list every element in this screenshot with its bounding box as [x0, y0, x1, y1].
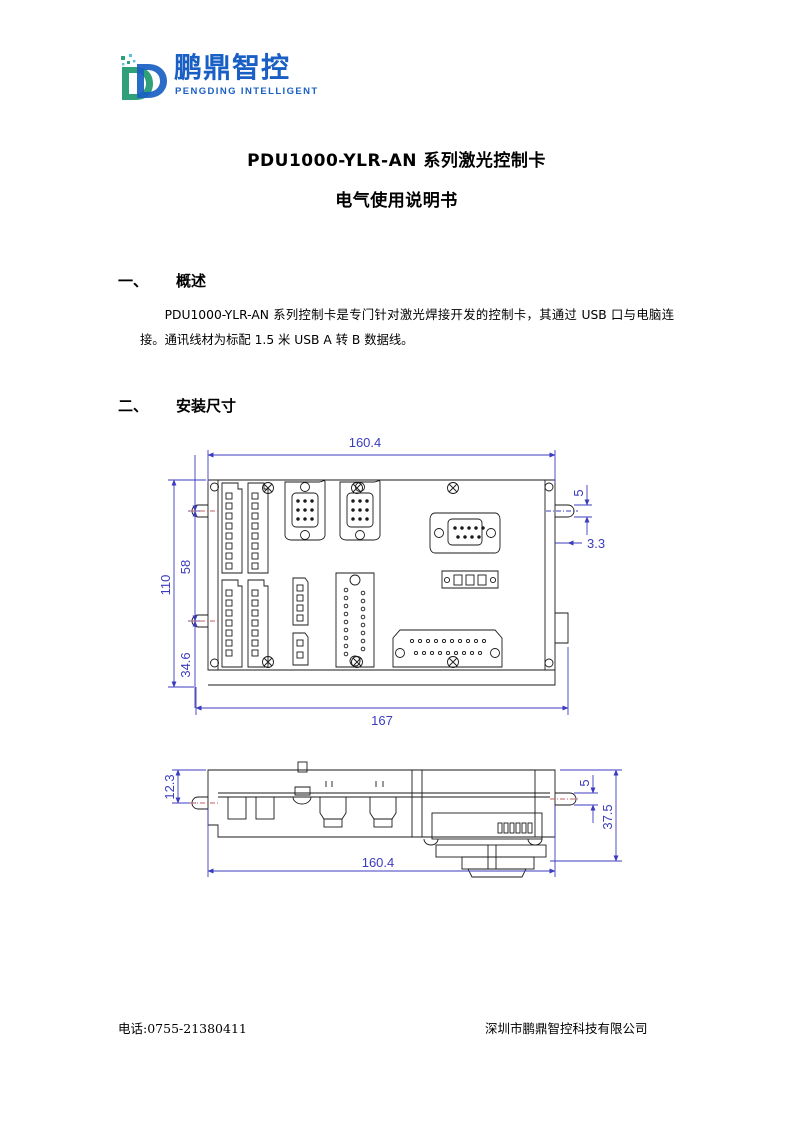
- logo-english-name: PENGDING INTELLIGENT: [175, 86, 319, 97]
- dim-hole-offset-bottom: 34.6: [178, 652, 193, 677]
- dim-side-tab-left: 12.3: [162, 774, 177, 799]
- top-view: [191, 479, 575, 686]
- side-view-dimensions: [172, 769, 622, 877]
- section-1-number: 一、: [118, 272, 149, 290]
- pengding-d-logo-icon: [121, 54, 167, 100]
- dim-width-inner: 160.4: [349, 435, 382, 450]
- footer-phone: 电话:0755-21380411: [118, 1021, 247, 1036]
- side-view-dimension-labels: 12.3 160.4 5 37.5: [162, 774, 615, 870]
- installation-dimension-drawing: 160.4 167 110 58 34.6 5 3.3: [150, 425, 650, 890]
- dim-width-outer: 167: [371, 713, 393, 728]
- page-footer: 电话:0755-21380411 深圳市鹏鼎智控科技有限公司: [0, 1018, 793, 1042]
- dim-side-width: 160.4: [362, 855, 395, 870]
- section-1-body: PDU1000-YLR-AN 系列控制卡是专门针对激光焊接开发的控制卡，其通过 …: [140, 308, 674, 347]
- dim-side-total-height: 37.5: [600, 804, 615, 829]
- dim-tab-height: 5: [571, 489, 586, 496]
- dim-height-overall: 110: [158, 575, 173, 596]
- dim-tab-offset: 3.3: [587, 536, 605, 551]
- top-view-dimensions: [168, 450, 592, 715]
- drawing-svg: 160.4 167 110 58 34.6 5 3.3: [158, 435, 622, 878]
- dim-hole-spacing: 58: [178, 560, 193, 574]
- footer-company: 深圳市鹏鼎智控科技有限公司: [485, 1021, 648, 1036]
- section-2-title: 安装尺寸: [176, 397, 237, 415]
- document-title: PDU1000-YLR-AN 系列激光控制卡: [247, 151, 546, 171]
- section-2-number: 二、: [118, 397, 149, 415]
- section-1-heading: 一、 概述: [118, 270, 206, 291]
- section-2-heading: 二、 安装尺寸: [118, 395, 236, 416]
- section-1-title: 概述: [176, 272, 207, 290]
- document-subtitle: 电气使用说明书: [335, 191, 458, 211]
- dim-side-tab-right: 5: [577, 779, 592, 786]
- logo-chinese-name: 鹏鼎智控: [174, 51, 291, 84]
- top-view-dimension-labels: 160.4 167 110 58 34.6 5 3.3: [158, 435, 605, 728]
- company-logo: 鹏鼎智控 PENGDING INTELLIGENT: [118, 48, 378, 104]
